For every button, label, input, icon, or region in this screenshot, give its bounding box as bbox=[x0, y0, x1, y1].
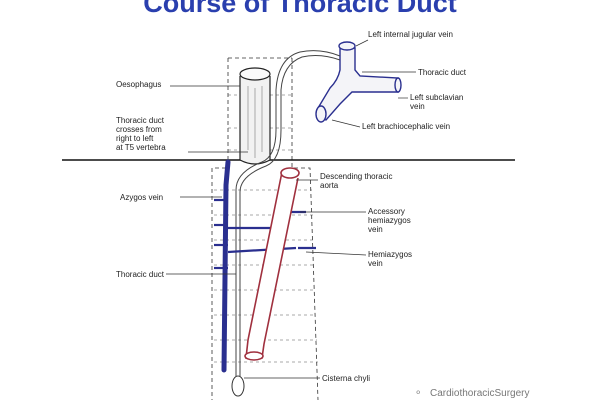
label-left-brachiocephalic-vein: Left brachiocephalic vein bbox=[362, 122, 451, 131]
label-left-internal-jugular-vein: Left internal jugular vein bbox=[368, 30, 453, 39]
leader-lines bbox=[166, 39, 416, 379]
label-descending-thoracic-aorta: Descending thoracic aorta bbox=[320, 172, 393, 190]
diagram-title: Course of Thoracic Duct bbox=[143, 0, 457, 18]
label-azygos-vein: Azygos vein bbox=[120, 193, 164, 202]
label-accessory-hemiazygos-vein: Accessory hemiazygos vein bbox=[368, 207, 411, 234]
watermark-chat-icon: ⚬ bbox=[414, 388, 423, 399]
azygos-vein-shape bbox=[221, 159, 231, 373]
label-oesophagus: Oesophagus bbox=[116, 80, 162, 89]
vertebral-column-outline bbox=[211, 57, 319, 401]
label-thoracic-duct-crosses: Thoracic duct crosses from right to left… bbox=[116, 116, 166, 152]
neck-veins-shape bbox=[315, 41, 402, 123]
oesophagus-shape bbox=[239, 67, 271, 165]
label-cisterna-chyli: Cisterna chyli bbox=[322, 374, 371, 383]
label-hemiazygos-vein: Hemiazygos vein bbox=[368, 250, 413, 268]
label-left-subclavian-vein: Left subclavian vein bbox=[410, 93, 464, 111]
label-thoracic-duct-top: Thoracic duct bbox=[418, 68, 467, 77]
cisterna-chyli-shape bbox=[231, 375, 245, 397]
label-thoracic-duct-bottom: Thoracic duct bbox=[116, 270, 165, 279]
watermark-text: CardiothoracicSurgery bbox=[430, 388, 530, 399]
thoracic-duct-path bbox=[235, 50, 341, 376]
descending-aorta-shape bbox=[244, 167, 300, 361]
